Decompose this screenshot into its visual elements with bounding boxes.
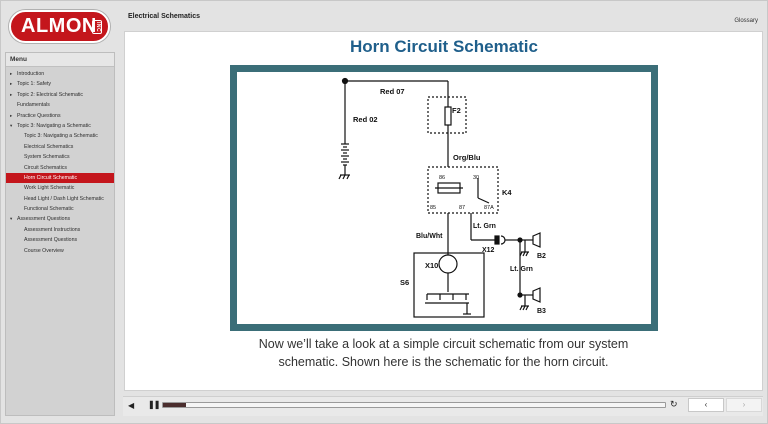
- expand-arrow-icon[interactable]: ▸: [10, 112, 13, 118]
- label-b3: B3: [537, 308, 546, 315]
- collapse-arrow-icon[interactable]: ▾: [10, 216, 13, 222]
- expand-arrow-icon[interactable]: ▸: [10, 91, 13, 97]
- menu-item[interactable]: ▸ Practice Questions: [6, 111, 114, 121]
- label-ltgrn-1: Lt. Grn: [473, 223, 496, 230]
- menu-subitem[interactable]: Head Light / Dash Light Schematic: [6, 194, 114, 204]
- sidebar-menu: Menu ▸ Introduction ▸ Topic 1: Safety ▸ Top…: [5, 52, 115, 416]
- menu-item[interactable]: ▸ Introduction: [6, 69, 114, 79]
- prev-button[interactable]: ‹: [688, 398, 724, 412]
- collapse-arrow-icon[interactable]: ▾: [10, 122, 13, 128]
- label-pin86: 86: [439, 175, 445, 181]
- horn-b2-icon: [532, 232, 541, 248]
- fuse-icon: [444, 106, 452, 126]
- slide-caption: Now we’ll take a look at a simple circui…: [124, 335, 763, 371]
- speaker-icon[interactable]: ◀: [128, 401, 135, 410]
- menu-subitem[interactable]: Topic 3: Navigating a Schematic: [6, 131, 114, 141]
- menu-item-label: Circuit Schematics: [24, 164, 67, 171]
- menu-item-label: Topic 3: Navigating a Schematic: [17, 122, 91, 129]
- menu-item-label: Horn Circuit Schematic: [24, 174, 78, 181]
- caption-line: Now we’ll take a look at a simple circui…: [258, 337, 629, 351]
- menu-item-label: Functional Schematic: [24, 206, 74, 213]
- label-pin85: 85: [430, 205, 436, 211]
- label-pin30: 30: [473, 175, 479, 181]
- progress-bar[interactable]: [162, 402, 666, 408]
- course-title: Electrical Schematics: [128, 13, 200, 20]
- glossary-link[interactable]: Glossary: [734, 18, 758, 24]
- switch-s6-box: [413, 252, 485, 318]
- menu-item-label: Topic 2: Electrical Schematic: [17, 91, 84, 98]
- label-s6: S6: [400, 278, 409, 287]
- label-pin87: 87: [459, 205, 465, 211]
- menu-item[interactable]: ▾ Topic 3: Navigating a Schematic: [6, 121, 114, 131]
- menu-subitem[interactable]: Work Light Schematic: [6, 183, 114, 193]
- menu-item-label: System Schematics: [24, 154, 70, 161]
- menu-item-label: Course Overview: [24, 247, 64, 254]
- label-x12: X12: [482, 247, 495, 254]
- switch-x10-icon: [438, 254, 458, 274]
- label-b2: B2: [537, 253, 546, 260]
- label-red07: Red 07: [380, 87, 405, 96]
- caption-line: schematic. Shown here is the schematic f…: [278, 355, 609, 369]
- label-red02: Red 02: [353, 115, 378, 124]
- logo-badge: INC: [92, 20, 102, 34]
- menu-item-label: Assessment Instructions: [24, 226, 81, 233]
- menu-item-label: Fundamentals: [17, 102, 50, 109]
- label-x10: X10: [425, 261, 438, 270]
- menu-subitem[interactable]: System Schematics: [6, 152, 114, 162]
- menu-item[interactable]: ▸ Topic 2: Electrical Schematic: [6, 90, 114, 100]
- horn-circuit-schematic: Red 07 Red 02 F2 Org/Blu K4 86 30 85 87 …: [338, 77, 546, 318]
- label-k4: K4: [502, 188, 512, 197]
- battery-icon: [338, 143, 350, 180]
- expand-arrow-icon[interactable]: ▸: [10, 71, 13, 76]
- schematic-diagram: Red 07 Red 02 F2 Org/Blu K4 86 30 85 87 …: [230, 65, 658, 331]
- label-ltgrn-2: Lt. Grn: [510, 266, 533, 273]
- menu-item-label: Topic 1: Safety: [17, 81, 52, 88]
- menu-item-label: Assessment Questions: [17, 216, 71, 223]
- label-f2: F2: [452, 106, 461, 115]
- relay-k4-box: [427, 166, 499, 214]
- label-pin87a: 87A: [484, 205, 494, 211]
- menu-item[interactable]: Fundamentals: [6, 100, 114, 110]
- menu-subitem[interactable]: Assessment Instructions: [6, 225, 114, 235]
- menu-item[interactable]: ▾ Assessment Questions: [6, 214, 114, 224]
- menu-subitem[interactable]: Circuit Schematics: [6, 163, 114, 173]
- menu-item-label: Topic 3: Navigating a Schematic: [24, 133, 98, 140]
- menu-subitem[interactable]: Assessment Questions: [6, 235, 114, 245]
- menu-subitem-active[interactable]: Horn Circuit Schematic: [6, 172, 114, 184]
- replay-icon[interactable]: ↻: [670, 399, 678, 409]
- menu-item-label: Assessment Questions: [24, 237, 78, 244]
- menu-list: ▸ Introduction ▸ Topic 1: Safety ▸ Topic 2:…: [6, 67, 114, 256]
- menu-subitem[interactable]: Course Overview: [6, 246, 114, 256]
- menu-heading: Menu: [6, 53, 114, 67]
- menu-item-label: Introduction: [17, 71, 45, 77]
- next-button[interactable]: ›: [726, 398, 762, 412]
- menu-item-label: Head Light / Dash Light Schematic: [24, 195, 104, 202]
- menu-item[interactable]: ▸ Topic 1: Safety: [6, 79, 114, 89]
- progress-fill: [163, 403, 186, 407]
- label-bluwht: Blu/Wht: [416, 233, 443, 240]
- expand-arrow-icon[interactable]: ▸: [10, 81, 13, 87]
- menu-subitem[interactable]: Electrical Schematics: [6, 142, 114, 152]
- slide-title: Horn Circuit Schematic: [350, 37, 538, 56]
- logo-text: ALMON: [21, 15, 97, 37]
- almon-logo: ALMON INC: [9, 10, 110, 43]
- pause-icon[interactable]: ❚❚: [148, 400, 160, 409]
- menu-item-label: Practice Questions: [17, 112, 61, 119]
- connector-x12-icon: [494, 235, 500, 245]
- menu-item-label: Work Light Schematic: [24, 185, 75, 192]
- fuse-box: [427, 96, 467, 134]
- menu-item-label: Electrical Schematics: [24, 143, 74, 150]
- horn-b3-icon: [532, 287, 541, 303]
- label-orgblu: Org/Blu: [453, 153, 481, 162]
- menu-subitem[interactable]: Functional Schematic: [6, 204, 114, 214]
